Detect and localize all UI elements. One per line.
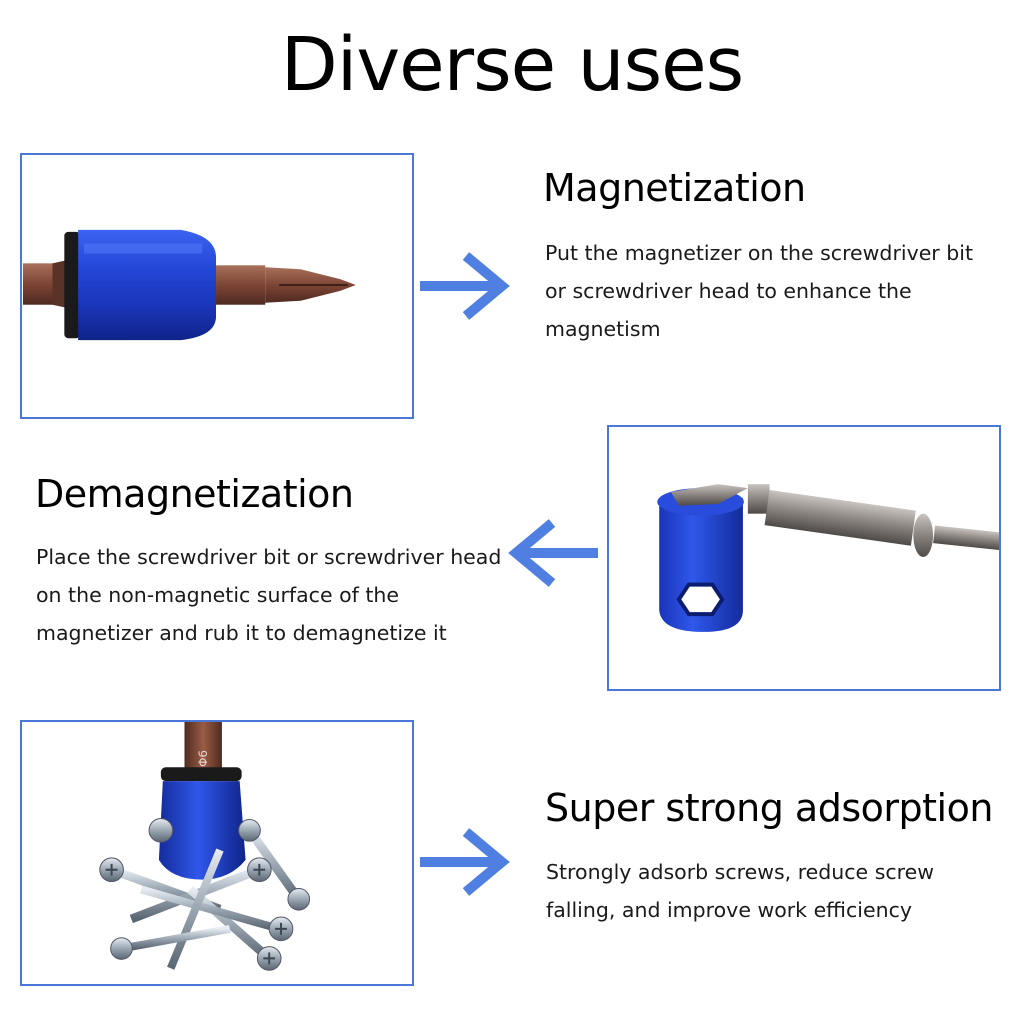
adsorption-heading: Super strong adsorption [545,786,993,830]
page-title: Diverse uses [280,22,744,108]
demagnetization-description: Place the screwdriver bit or screwdriver… [36,545,502,645]
magnetizer-body [158,781,246,880]
screw-cluster [99,818,311,971]
magnetization-image [20,153,414,419]
arrow-right-icon [420,828,510,896]
arrow-left-icon [508,519,598,587]
demagnetization-heading: Demagnetization [35,472,354,516]
magnetizer-with-bit-illustration [22,229,356,341]
magnetizer-ring [64,231,81,339]
magnetizer-with-screws-illustration: *Φ6 [99,722,311,971]
magnetizer-body [78,229,217,341]
demagnetization-image [607,425,1001,691]
bit-marking: *Φ6 [196,750,210,773]
hex-socket [676,582,725,617]
magnetization-description: Put the magnetizer on the screwdriver bi… [545,241,973,341]
magnetizer-rubbing-illustration [657,484,999,632]
adsorption-image: *Φ6 [20,720,414,986]
shaft-collar [913,513,934,558]
magnetization-heading: Magnetization [543,166,806,210]
bit-shank [216,265,266,305]
bit-tip [671,484,748,506]
screwdriver-shaft [764,490,916,546]
magnetizer-ring [160,767,242,782]
adsorption-description: Strongly adsorb screws, reduce screw fal… [546,860,934,922]
arrow-right-icon [420,252,510,320]
